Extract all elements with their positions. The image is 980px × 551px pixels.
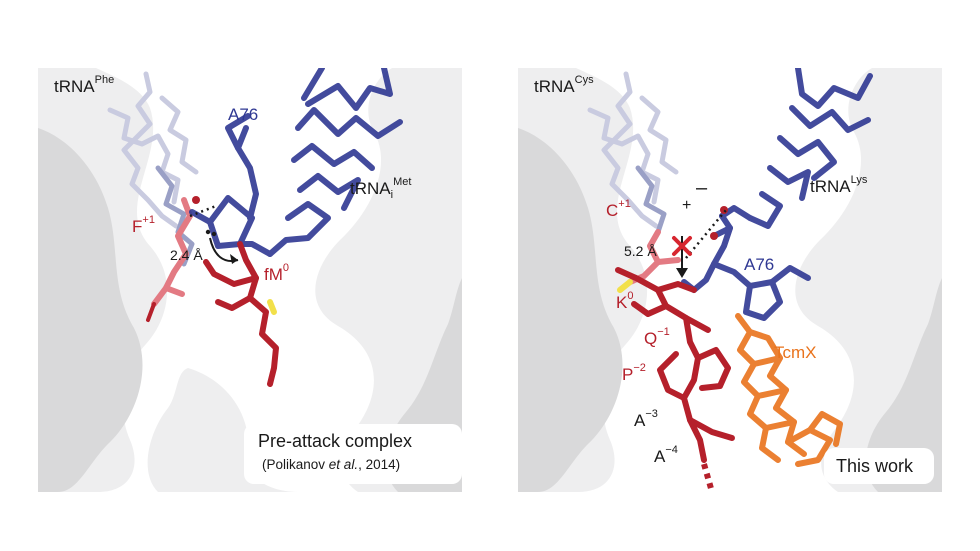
tcmx-label: TcmX bbox=[774, 343, 817, 362]
panel-this-work: tRNACys tRNALys – + C+1 5.2 Å A76 K0 Q−1… bbox=[518, 68, 942, 492]
right-structure-illustration bbox=[518, 68, 942, 492]
c-plus1-label: C+1 bbox=[606, 198, 631, 220]
p-minus2-label: P−2 bbox=[622, 362, 646, 384]
caption-box: This work bbox=[824, 448, 934, 484]
trna-cys-label: tRNACys bbox=[534, 74, 594, 96]
a-minus4-label: A−4 bbox=[654, 444, 678, 466]
caption-title: Pre-attack complex bbox=[258, 431, 413, 451]
q-minus1-label: Q−1 bbox=[644, 326, 670, 348]
fm0-label: fM0 bbox=[264, 262, 290, 284]
k0-label: K0 bbox=[616, 290, 634, 312]
distance-label: 5.2 Å bbox=[624, 243, 657, 259]
trna-met-label: tRNAiMet bbox=[350, 176, 412, 201]
minus-sign: – bbox=[696, 177, 708, 199]
a-minus3-label: A−3 bbox=[634, 408, 658, 430]
caption-reference: (Polikanov et al., 2014) bbox=[262, 457, 401, 472]
a76-label: A76 bbox=[744, 255, 775, 274]
caption-box: Pre-attack complex (Polikanov et al., 20… bbox=[244, 424, 462, 484]
trna-lys-label: tRNALys bbox=[810, 174, 868, 196]
distance-label: 2.4 Å bbox=[170, 247, 203, 263]
f-plus1-label: F+1 bbox=[132, 214, 155, 236]
panel-pre-attack: tRNAPhe A76 tRNAiMet F+1 2.4 Å fM0 Pre-a… bbox=[38, 68, 462, 492]
caption-title: This work bbox=[836, 456, 914, 476]
trna-phe-label: tRNAPhe bbox=[54, 74, 115, 96]
plus-sign: + bbox=[682, 197, 692, 214]
a76-label: A76 bbox=[228, 105, 259, 124]
